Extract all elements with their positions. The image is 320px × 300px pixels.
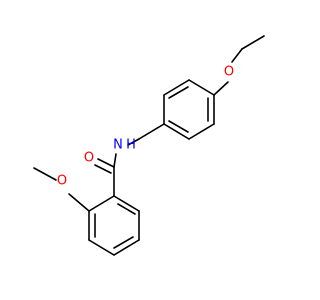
molecule-structure-diagram: O O N H O — [33, 35, 265, 256]
structure-canvas: O O N H O — [33, 35, 265, 256]
bond-ringB-6 — [88, 195, 115, 212]
bond-ch2-n — [127, 138, 140, 146]
bond-ringA-2 — [188, 123, 215, 140]
atom-o-methoxy: O — [57, 174, 67, 189]
bond-ringA-6 — [188, 79, 215, 96]
bond-ringB-o-methoxy — [68, 193, 90, 212]
bond-o-methyl — [33, 167, 57, 181]
bond-ring-ch2 — [138, 123, 165, 140]
bond-ringB-3-inner — [113, 236, 134, 249]
bond-carbonyl-o-2 — [94, 164, 112, 174]
atom-o-carbonyl: O — [84, 151, 94, 166]
bond-ringA-5 — [163, 79, 190, 96]
atom-h-amide: H — [126, 138, 136, 153]
bond-ether-o-ring — [213, 81, 229, 96]
bond-ringB-1 — [113, 195, 140, 212]
atom-label-layer: O O N H O — [57, 65, 234, 189]
bond-ethyl-ch3-ch2 — [241, 35, 265, 50]
bond-ethyl-ch2-o — [231, 48, 243, 63]
bond-ringB-3 — [113, 239, 140, 256]
bond-layer — [33, 35, 265, 256]
bond-carbonyl-o-1 — [97, 158, 115, 168]
bond-ringB-1-inner — [117, 203, 136, 215]
atom-n-amide: N — [113, 138, 123, 153]
bond-ringA-3-inner — [168, 120, 189, 133]
bond-ringB-4 — [88, 239, 115, 256]
bond-ringA-3 — [163, 123, 190, 140]
atom-o-ether: O — [224, 65, 234, 80]
bond-ringA-5-inner — [168, 86, 189, 99]
bond-n-carbonyl — [113, 153, 117, 168]
